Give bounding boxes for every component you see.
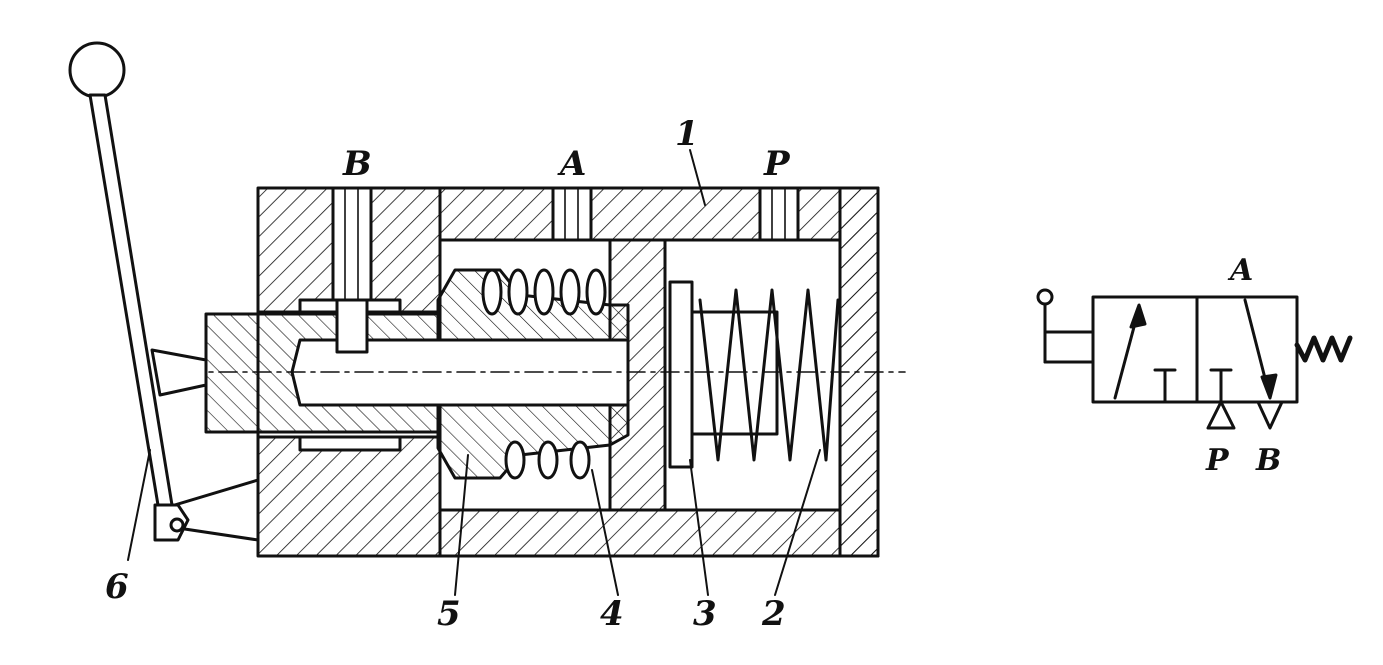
hand-lever <box>68 41 260 542</box>
lever-actuator-icon <box>1043 330 1095 364</box>
port-p-label: P <box>763 144 791 184</box>
main-spring <box>698 288 840 462</box>
part-number-4: 4 <box>600 594 624 634</box>
part-number-3: 3 <box>693 594 717 634</box>
part-number-6: 6 <box>105 567 129 607</box>
part-number-2: 2 <box>761 594 786 634</box>
part-number-5: 5 <box>437 594 461 634</box>
return-spring <box>481 268 607 480</box>
symbol-port-p-label: P <box>1205 443 1230 478</box>
valve-symbol <box>1036 288 1353 430</box>
valve-position-left <box>1091 295 1199 404</box>
pressure-port-icon <box>1206 400 1236 430</box>
port-a-label: A <box>557 144 586 184</box>
symbol-port-b-label: B <box>1255 443 1281 478</box>
symbol-port-a-label: A <box>1227 253 1253 288</box>
port-b-label: B <box>342 144 372 184</box>
part-number-1: 1 <box>675 114 699 154</box>
lever-knob-icon <box>1036 288 1054 306</box>
exhaust-port-icon <box>1256 400 1284 430</box>
spring-return-icon <box>1294 335 1353 363</box>
leader-lines <box>127 149 821 596</box>
